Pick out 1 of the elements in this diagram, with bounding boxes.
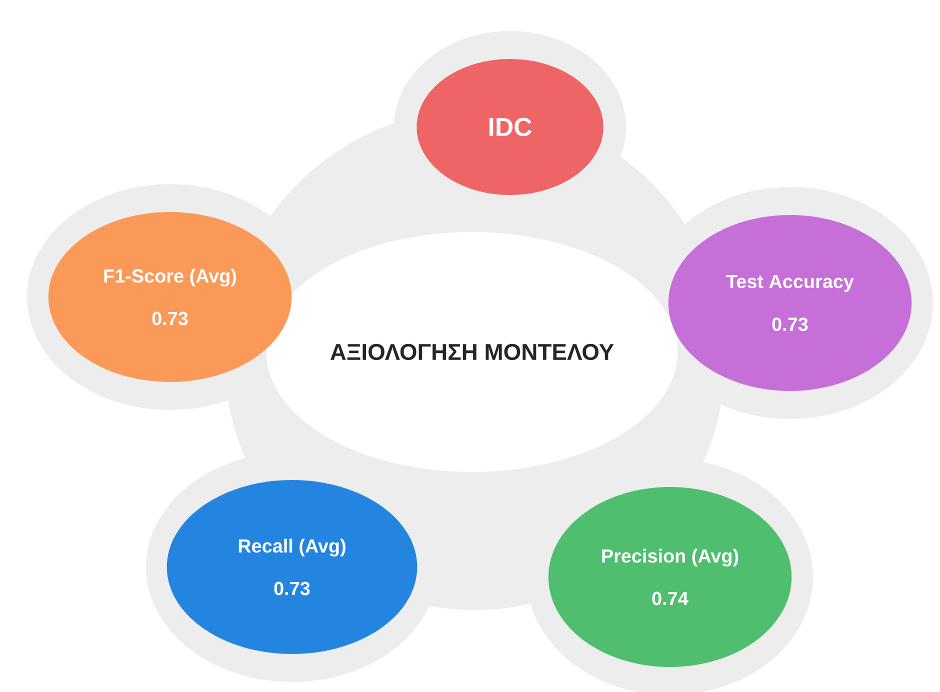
center-blob: ΑΞΙΟΛΟΓΗΣΗ ΜΟΝΤΕΛΟΥ [266,232,678,472]
